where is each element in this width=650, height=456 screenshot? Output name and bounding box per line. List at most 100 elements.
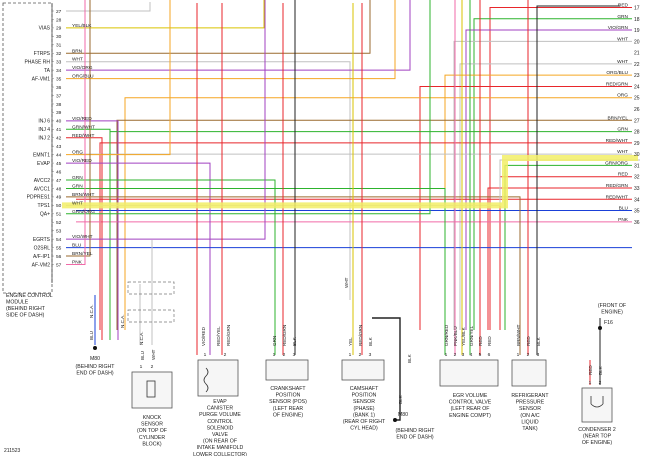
wire-color-label: WHT — [344, 277, 349, 288]
wire-color-label: GRN — [72, 175, 83, 181]
wire-qa — [66, 0, 431, 215]
wire-color-label: WHT — [617, 36, 628, 42]
wire-color-label: GRN/RED — [444, 324, 449, 346]
knock-sensor-label: KNOCK — [143, 415, 162, 421]
wire-color-label: GRN — [617, 14, 628, 20]
evap-label: VALVE — [212, 432, 228, 438]
wire-color-label: YEL — [348, 337, 353, 346]
cam-sensor-label: (BANK 1) — [353, 412, 375, 418]
wire-color-label: RED — [478, 336, 483, 346]
egr-label: (LEFT REAR OF — [451, 406, 490, 412]
cam-sensor-box — [341, 359, 385, 381]
wire-right-pin — [459, 63, 632, 330]
wire-inj4 — [66, 128, 111, 340]
egr-label: CONTROL VALVE — [449, 400, 492, 406]
wire-color-label: VIO/ORG — [72, 65, 93, 71]
component-pin-number: 5 — [479, 352, 482, 358]
ecm-pin-name: AVCC2 — [34, 178, 51, 184]
wire-color-label: PNK/BLU — [453, 326, 458, 346]
wire-color-label: VIO/RED — [201, 326, 206, 346]
ecm-pin-name: EGRTS — [33, 237, 51, 243]
ecm-pin-name: INJ 6 — [38, 119, 50, 125]
wire-inj6 — [66, 120, 119, 340]
wire-color-label: BRN/WHT — [72, 192, 94, 198]
right-pin-number: 19 — [634, 28, 640, 34]
ecm-pin-number: 56 — [56, 254, 62, 260]
evap-solenoid-box — [197, 359, 239, 397]
condenser-box — [581, 387, 613, 423]
ecm-pin-number: 55 — [56, 245, 62, 251]
crank-sensor-label: CRANKSHAFT — [270, 386, 306, 392]
ecm-pin-number: 40 — [56, 119, 62, 125]
knock-sensor-label: CYLINDER — [139, 435, 165, 441]
refrigerant-label: (ON A/C — [520, 413, 540, 419]
crank-sensor-label: SENSOR (POS) — [269, 399, 307, 405]
wire-afip1 — [66, 0, 91, 257]
ecm-pin-name: EVAP — [37, 161, 51, 167]
ecm-pin-name: AF-VM1 — [32, 76, 51, 82]
ecm-pin-number: 46 — [56, 169, 62, 175]
wire-right-pin — [124, 97, 632, 330]
ecm-pin-number: 45 — [56, 161, 62, 167]
wire-color-label: BLK — [598, 365, 603, 375]
egr-label: EGR VOLUME — [453, 393, 488, 399]
wire-color-label: RED — [618, 3, 629, 9]
right-pin-number: 20 — [634, 39, 640, 45]
solenoid-coil-symbol — [203, 367, 209, 393]
right-pin-number: 25 — [634, 96, 640, 102]
wire-layer — [66, 0, 640, 421]
ground-location: (FRONT OF — [598, 303, 626, 309]
wire-color-label: WHT — [617, 149, 628, 155]
wire-color-label: GRN/ORG — [605, 160, 628, 166]
ecm-pin-number: 31 — [56, 43, 62, 49]
wire-color-label: WHT — [151, 349, 156, 360]
component-pin-number: 1 — [204, 352, 207, 358]
ecm-pin-number: 48 — [56, 186, 62, 192]
ecm-title-line: ENGINE CONTROL — [6, 293, 53, 299]
component-pin-number: 1 — [517, 352, 520, 358]
ecm-pin-number: 51 — [56, 212, 62, 218]
wire-color-label: RED/GRN — [358, 325, 363, 346]
wire-color-label: RED/YEL — [216, 326, 221, 346]
evap-label: CANISTER — [207, 406, 233, 412]
refrigerant-label: TANK) — [522, 426, 537, 432]
ecm-pin-number: 49 — [56, 195, 62, 201]
wire-color-label: GRN — [72, 183, 83, 189]
ecm-pin-number: 54 — [56, 237, 62, 243]
wire-color-label: GRN — [272, 336, 277, 346]
evap-label: PURGE VOLUME — [199, 412, 241, 418]
wire-color-label: RED/WHT — [606, 138, 628, 144]
right-pin-number: 17 — [634, 6, 640, 12]
component-pin-number: 1 — [445, 352, 448, 358]
wire-color-label: BLU — [89, 331, 94, 340]
wire-color-label: RED — [588, 365, 593, 375]
wire-color-label: GRN/YEL — [469, 325, 474, 346]
wire-color-label: BLU — [140, 351, 145, 360]
right-pin-number: 21 — [634, 51, 640, 57]
ecm-pin-number: 28 — [56, 17, 62, 23]
condenser-symbol — [590, 396, 604, 408]
cam-sensor-label: CYL HEAD) — [350, 426, 378, 432]
ecm-pin-number: 53 — [56, 229, 62, 235]
evap-label: SOLENOID — [207, 425, 234, 431]
wire-color-label: WHT — [72, 57, 83, 63]
knock-shield-mid — [127, 309, 175, 323]
ecm-pin-number: 47 — [56, 178, 62, 184]
wire-color-label: BLU — [619, 206, 629, 212]
egr-label: ENGINE COMPT) — [449, 413, 491, 419]
wire-color-label: RED/GRN — [226, 325, 231, 346]
right-pin-number: 27 — [634, 118, 640, 124]
cam-sensor-label: (PHASE) — [353, 406, 374, 412]
wire-right-pin — [419, 85, 632, 330]
ecm-pin-number: 42 — [56, 136, 62, 142]
ecm-pin-name: PDPRES1 — [27, 195, 51, 201]
ecm-pin-number: 41 — [56, 127, 62, 133]
ecm-pin-number: 38 — [56, 102, 62, 108]
component-pin-number: 2 — [224, 352, 227, 358]
wire-color-label: GRN/ORG — [72, 209, 95, 215]
wire-color-label: RED — [526, 336, 531, 346]
wire-color-label: BLK — [536, 336, 541, 346]
right-pin-number: 18 — [634, 17, 640, 23]
wire-color-label: BRN/YEL — [607, 115, 628, 121]
crank-sensor-label: OF ENGINE) — [273, 412, 304, 418]
